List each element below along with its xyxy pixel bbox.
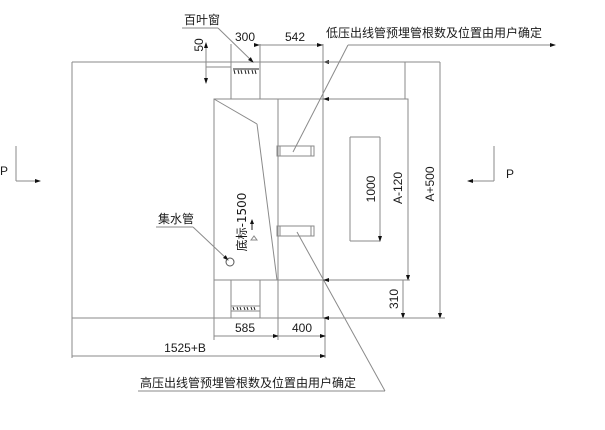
bottom-louver-box — [230, 279, 261, 319]
dim-310: 310 — [387, 289, 401, 309]
pipe-lower — [276, 225, 315, 237]
dimension-1000-bracket — [349, 136, 382, 242]
label-low-voltage-note: 低压出线管预埋管根数及位置由用户确定 — [326, 25, 542, 40]
dim-50: 50 — [192, 38, 206, 52]
drain-pipe-symbol — [225, 257, 235, 267]
section-marker-right — [467, 146, 495, 183]
louver-box — [230, 61, 261, 100]
louver-hatch — [233, 68, 259, 75]
label-louver: 百叶窗 — [184, 13, 220, 27]
dim-a-plus-500: A+500 — [423, 166, 437, 201]
dimension-50 — [204, 42, 231, 84]
dim-1000: 1000 — [364, 175, 378, 202]
label-bottom-elevation: 底标-1500 — [234, 193, 249, 252]
pit-outline — [71, 61, 441, 358]
dim-1525-b: 1525+B — [164, 341, 206, 355]
dim-585: 585 — [235, 321, 255, 335]
label-high-voltage-note: 高压出线管预埋管根数及位置由用户确定 — [140, 375, 356, 390]
dim-300: 300 — [235, 30, 255, 44]
section-marker-left — [15, 146, 41, 183]
dim-a-minus-120: A-120 — [391, 172, 405, 204]
dim-542: 542 — [285, 30, 305, 44]
dim-400: 400 — [292, 321, 312, 335]
section-label-right: P — [506, 167, 514, 181]
label-drain-pipe: 集水管 — [158, 211, 194, 226]
section-label-left: P — [0, 164, 8, 178]
pipe-upper — [276, 145, 315, 157]
